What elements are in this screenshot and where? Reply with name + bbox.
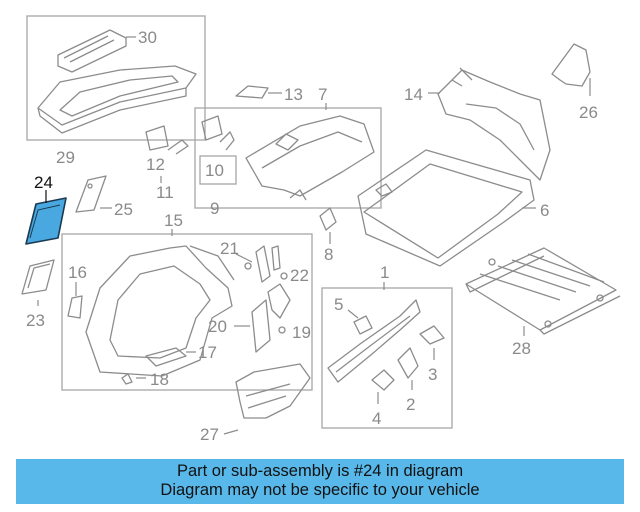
part-3 — [419, 325, 445, 345]
callout-15[interactable]: 15 — [164, 211, 183, 230]
group-box-1 — [321, 287, 453, 429]
part-26 — [551, 43, 591, 87]
group-box-7 — [194, 107, 382, 209]
callout-23[interactable]: 23 — [26, 311, 45, 330]
part-13 — [235, 85, 269, 99]
part-24-highlighted[interactable] — [25, 197, 67, 245]
part-10-bracket — [201, 115, 223, 141]
part-21 — [255, 245, 271, 283]
part-8 — [319, 207, 337, 231]
callout-21[interactable]: 21 — [220, 239, 239, 258]
part-4 — [371, 369, 395, 391]
callout-11[interactable]: 11 — [156, 183, 174, 202]
part-23 — [21, 259, 55, 295]
callout-5[interactable]: 5 — [334, 295, 343, 314]
callout-27[interactable]: 27 — [200, 425, 219, 444]
callout-10[interactable]: 10 — [205, 161, 224, 180]
callout-16[interactable]: 16 — [68, 263, 87, 282]
part-25 — [75, 175, 107, 213]
part-1-sill-plate — [327, 299, 421, 383]
callout-3[interactable]: 3 — [428, 365, 437, 384]
part-6-cargo-mat — [357, 149, 535, 267]
part-17 — [145, 347, 187, 367]
callout-7[interactable]: 7 — [318, 85, 327, 104]
part-2 — [397, 347, 419, 379]
part-30 — [57, 29, 127, 73]
part-28-cargo-net — [465, 247, 621, 335]
callout-25[interactable]: 25 — [114, 200, 133, 219]
part-10-clip — [219, 131, 235, 151]
callout-24[interactable]: 24 — [34, 173, 53, 192]
callout-30[interactable]: 30 — [138, 28, 157, 47]
callout-29[interactable]: 29 — [56, 148, 75, 167]
part-20 — [251, 299, 271, 353]
part-19 — [267, 283, 291, 319]
callout-17[interactable]: 17 — [198, 343, 217, 362]
callout-20[interactable]: 20 — [208, 317, 227, 336]
banner-line-2: Diagram may not be specific to your vehi… — [160, 481, 480, 499]
callout-26[interactable]: 26 — [579, 103, 598, 122]
callout-13[interactable]: 13 — [284, 85, 303, 104]
group-box-29 — [26, 15, 206, 141]
part-29-package-tray — [37, 65, 197, 134]
part-12-clip — [167, 139, 189, 155]
callout-19[interactable]: 19 — [292, 323, 311, 342]
part-15-quarter-trim — [85, 245, 235, 377]
parts-diagram: 30 29 13 7 12 11 10 9 14 26 6 — [21, 15, 621, 444]
callout-12[interactable]: 12 — [146, 155, 165, 174]
callout-4[interactable]: 4 — [372, 409, 381, 428]
callout-6[interactable]: 6 — [540, 201, 549, 220]
callout-18[interactable]: 18 — [150, 370, 169, 389]
part-14-side-trim — [437, 67, 551, 181]
banner-line-1: Part or sub-assembly is #24 in diagram — [176, 462, 464, 480]
part-16 — [67, 295, 83, 319]
part-5 — [353, 315, 373, 335]
callout-22[interactable]: 22 — [290, 266, 309, 285]
group-box-10 — [199, 155, 237, 185]
callout-2[interactable]: 2 — [406, 395, 415, 414]
info-banner: Part or sub-assembly is #24 in diagram D… — [16, 459, 624, 504]
part-22 — [271, 245, 281, 271]
part-24-body[interactable] — [25, 197, 67, 245]
callout-28[interactable]: 28 — [512, 339, 531, 358]
callout-14[interactable]: 14 — [404, 85, 423, 104]
part-27 — [235, 363, 311, 419]
callout-1[interactable]: 1 — [380, 263, 389, 282]
part-7-floor-cover — [245, 115, 375, 201]
part-18 — [121, 373, 133, 385]
part-12-bracket — [145, 125, 169, 151]
callout-9[interactable]: 9 — [210, 199, 219, 218]
callout-8[interactable]: 8 — [324, 245, 333, 264]
group-box-15 — [61, 233, 313, 391]
